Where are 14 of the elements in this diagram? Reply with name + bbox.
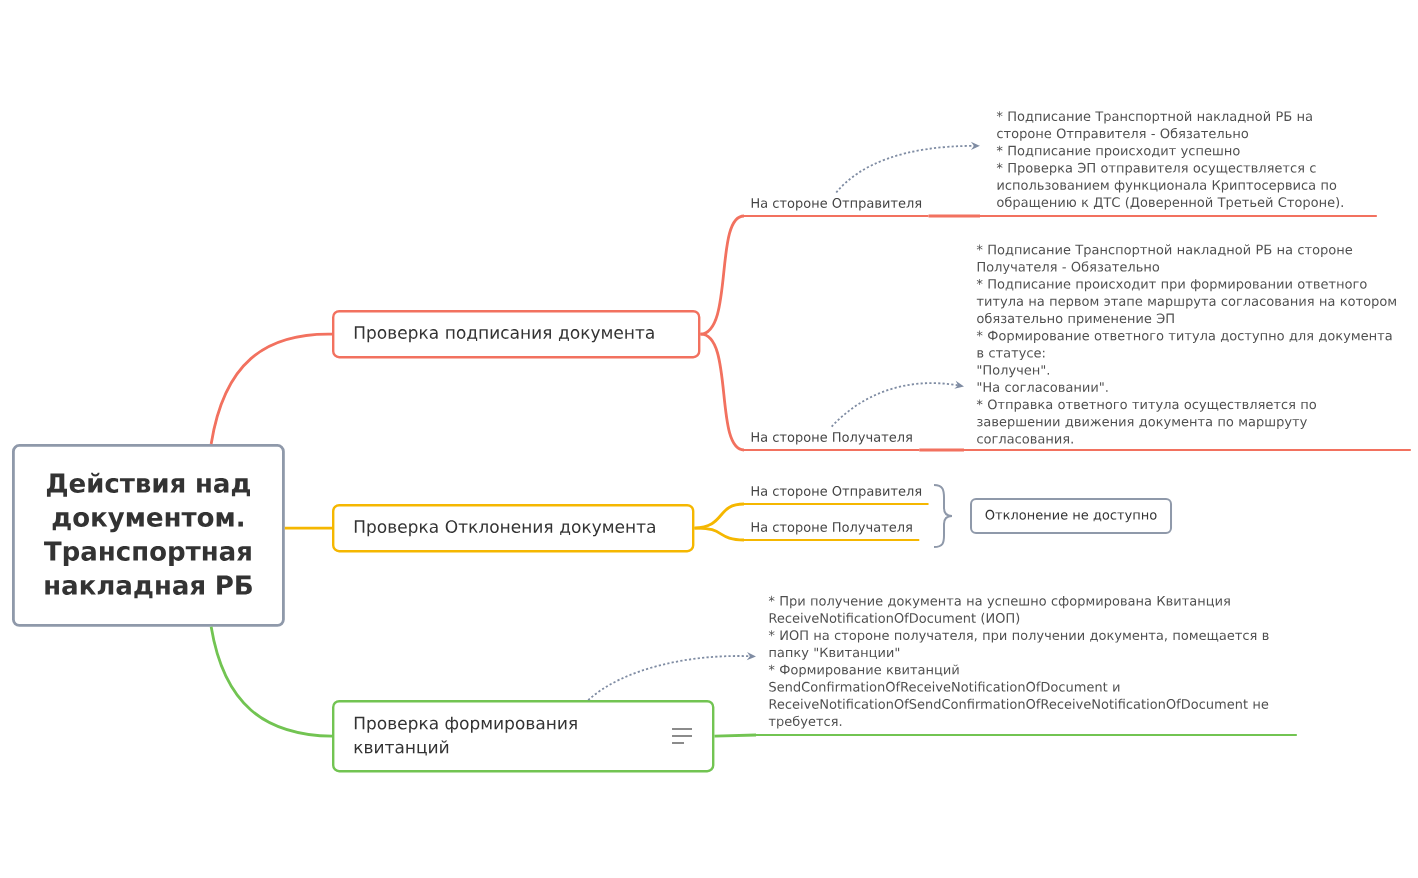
branch-line: [699, 214, 745, 336]
central-topic-box: Действия над документом. Транспортная накладная РБ: [12, 444, 285, 627]
branch-line: [209, 332, 333, 445]
topic-box: Проверка подписания документа: [332, 310, 701, 359]
branch-line: [928, 214, 980, 218]
branch-line: [919, 448, 964, 452]
branch-line: [694, 502, 745, 530]
branch-line: [694, 526, 745, 542]
branch-line: [700, 332, 745, 452]
branch-line: [209, 626, 333, 738]
topic-box: Проверка формирования квитанций: [332, 700, 715, 773]
branch-line: [284, 526, 332, 530]
topic-box: Проверка Отклонения документа: [332, 504, 695, 553]
branch-line: [714, 733, 757, 738]
